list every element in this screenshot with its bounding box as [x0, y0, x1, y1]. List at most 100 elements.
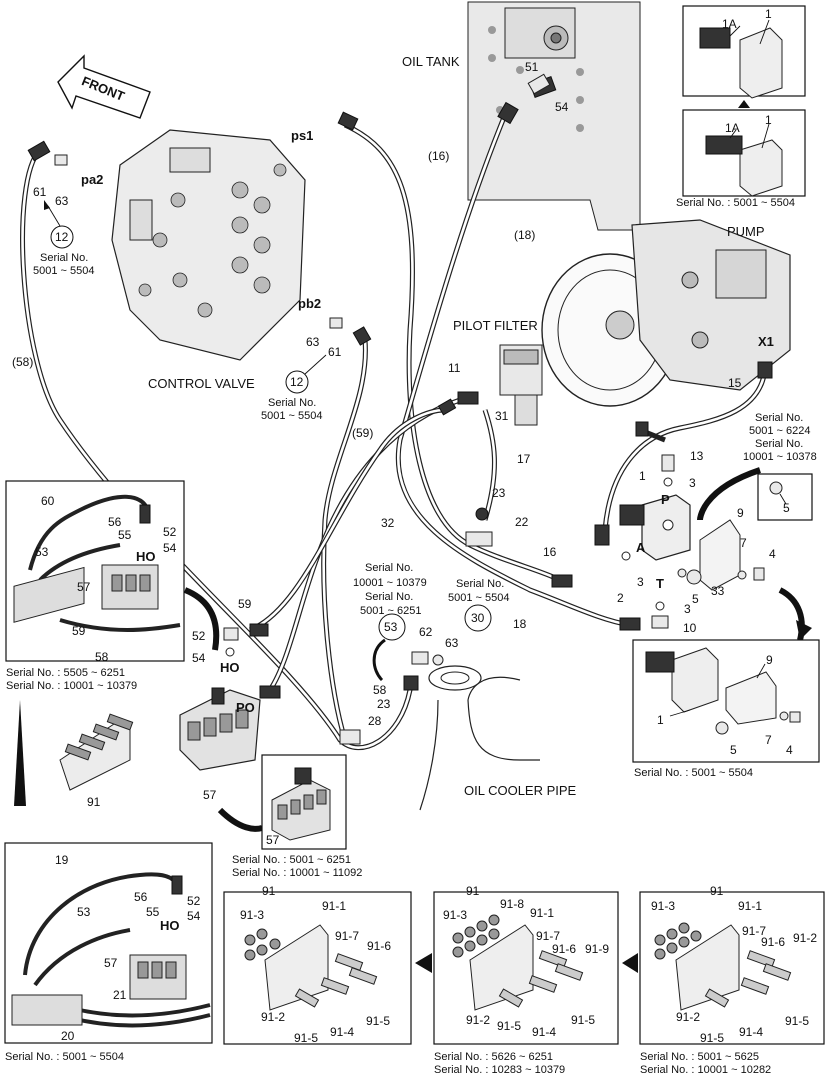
- serial-solenoid-2: 5001 ~ 6224: [749, 425, 810, 437]
- label-part-53-left: 53: [35, 545, 49, 559]
- label-part-54-tank: 54: [555, 100, 569, 114]
- control-valve: CONTROL VALVE: [111, 129, 306, 391]
- pump-label: PUMP: [727, 224, 765, 239]
- label-91-c-title: 91: [710, 884, 724, 898]
- serial-53-1: Serial No.: [365, 562, 413, 574]
- label-91-7-a: 91-7: [335, 929, 359, 943]
- label-part-58-main: 58: [373, 683, 387, 697]
- label-part-56-left: 56: [108, 515, 122, 529]
- label-part-1-bottom: 1: [765, 113, 772, 127]
- label-91-2-c: 91-2: [793, 931, 817, 945]
- arrow-left-a: [415, 953, 432, 973]
- label-part-23-main: 23: [492, 486, 506, 500]
- label-part-54-left: 54: [163, 541, 177, 555]
- inset-screw-5: 5: [757, 473, 813, 521]
- inset-solenoid-bracket: 1 9 5 7 4 Serial No. : 5001 ~ 5504: [632, 639, 820, 779]
- serial-solenoid-1: Serial No.: [755, 412, 803, 424]
- label-part-4-inset: 4: [786, 743, 793, 757]
- label-part-13: 13: [690, 449, 704, 463]
- label-part-23-lower: 23: [377, 697, 391, 711]
- label-part-52-bl: 52: [187, 894, 201, 908]
- label-91-5-c: 91-5: [785, 1014, 809, 1028]
- label-part-63-pb2: 63: [306, 335, 320, 349]
- label-part-52-mid: 52: [192, 629, 206, 643]
- serial-valve57-2: Serial No. : 10001 ~ 11092: [232, 867, 362, 879]
- label-part-5-inset: 5: [783, 501, 790, 515]
- port-pa2-label: pa2: [81, 172, 103, 187]
- serial-pb2-2: 5001 ~ 5504: [261, 410, 322, 422]
- label-part-55-bl: 55: [146, 905, 160, 919]
- front-arrow: FRONT: [57, 54, 151, 119]
- callout-12-pa2: 12: [55, 230, 69, 244]
- hose-ref-16: (16): [428, 149, 449, 163]
- serial-solenoid-3: Serial No.: [755, 438, 803, 450]
- oil-cooler-pipe: OIL COOLER PIPE: [419, 665, 577, 811]
- label-part-32: 32: [381, 516, 395, 530]
- label-91-1-b: 91-1: [530, 906, 554, 920]
- label-part-53-bl: 53: [77, 905, 91, 919]
- label-part-58-left: 58: [95, 650, 109, 664]
- port-pb2-label: pb2: [298, 296, 321, 311]
- label-part-51: 51: [525, 60, 539, 74]
- label-91-1-c: 91-1: [738, 899, 762, 913]
- serial-pa2-2: 5001 ~ 5504: [33, 265, 94, 277]
- serial-bottom-mid-1: Serial No. : 5626 ~ 6251: [434, 1051, 553, 1063]
- inset-91-c: 91 91-3 91-1 91-7 91-6 91-2 91-2 91-4 91…: [639, 884, 825, 1076]
- label-part-22: 22: [515, 515, 529, 529]
- serial-bottom-left: Serial No. : 5001 ~ 5504: [5, 1051, 124, 1063]
- port-x1-label: X1: [758, 334, 774, 349]
- label-part-5-inset2: 5: [730, 743, 737, 757]
- label-91-5-a: 91-5: [366, 1014, 390, 1028]
- label-part-3-p: 3: [689, 476, 696, 490]
- label-part-5-main: 5: [692, 592, 699, 606]
- label-part-9-main: 9: [737, 506, 744, 520]
- pilot-filter: PILOT FILTER: [453, 318, 543, 426]
- label-part-61-pa2: 61: [33, 185, 47, 199]
- serial-solenoid-inset: Serial No. : 5001 ~ 5504: [634, 767, 753, 779]
- label-part-59-main: 59: [238, 597, 252, 611]
- serial-30-2: 5001 ~ 5504: [448, 592, 509, 604]
- oil-tank: OIL TANK: [402, 1, 641, 231]
- serial-53-4: 5001 ~ 6251: [360, 605, 421, 617]
- hose-ref-59: (59): [352, 426, 373, 440]
- label-part-1a-top: 1A: [722, 17, 737, 31]
- serial-inset-left-2: Serial No. : 10001 ~ 10379: [6, 680, 137, 692]
- oil-cooler-pipe-label: OIL COOLER PIPE: [464, 783, 577, 798]
- port-t-label: T: [656, 576, 664, 591]
- label-part-59-left: 59: [72, 624, 86, 638]
- label-part-3-a: 3: [637, 575, 644, 589]
- oil-tank-label: OIL TANK: [402, 54, 460, 69]
- serial-bottom-right-1: Serial No. : 5001 ~ 5625: [640, 1051, 759, 1063]
- serial-53-2: 10001 ~ 10379: [353, 577, 427, 589]
- serial-bottom-mid-2: Serial No. : 10283 ~ 10379: [434, 1064, 565, 1076]
- label-part-9-inset: 9: [766, 653, 773, 667]
- inset-91-a: 91 91-3 91-1 91-7 91-6 91-2 91-4 91-5 91…: [223, 884, 412, 1045]
- label-part-52-left: 52: [163, 525, 177, 539]
- serial-valve57-1: Serial No. : 5001 ~ 6251: [232, 854, 351, 866]
- label-part-57-inset: 57: [266, 833, 280, 847]
- main-part-labels: pa2 ps1 pb2 61 63 63 61 12 Serial No. 50…: [12, 60, 817, 728]
- label-91-9-b: 91-9: [585, 942, 609, 956]
- label-part-56-bl: 56: [134, 890, 148, 904]
- label-91-2-c2: 91-2: [676, 1010, 700, 1024]
- label-part-55-left: 55: [118, 528, 132, 542]
- pilot-valve-57: HO PO 57 52 54: [179, 629, 263, 832]
- label-91-7-c: 91-7: [742, 924, 766, 938]
- callout-12-pb2: 12: [290, 375, 304, 389]
- label-part-17: 17: [517, 452, 531, 466]
- serial-53-3: Serial No.: [365, 591, 413, 603]
- bracket-91-left: 91: [14, 700, 134, 809]
- label-part-62: 62: [419, 625, 433, 639]
- port-p-label: P: [661, 492, 670, 507]
- serial-inset-left-1: Serial No. : 5505 ~ 6251: [6, 667, 125, 679]
- label-part-1-main: 1: [639, 469, 646, 483]
- label-91-4-a: 91-4: [330, 1025, 354, 1039]
- callout-53: 53: [384, 620, 398, 634]
- fittings: [27, 73, 773, 745]
- label-91-4-c: 91-4: [739, 1025, 763, 1039]
- label-91-3-b: 91-3: [443, 908, 467, 922]
- label-part-16: 16: [543, 545, 557, 559]
- label-91-5-b: 91-5: [571, 1013, 595, 1027]
- label-part-63-lower: 63: [445, 636, 459, 650]
